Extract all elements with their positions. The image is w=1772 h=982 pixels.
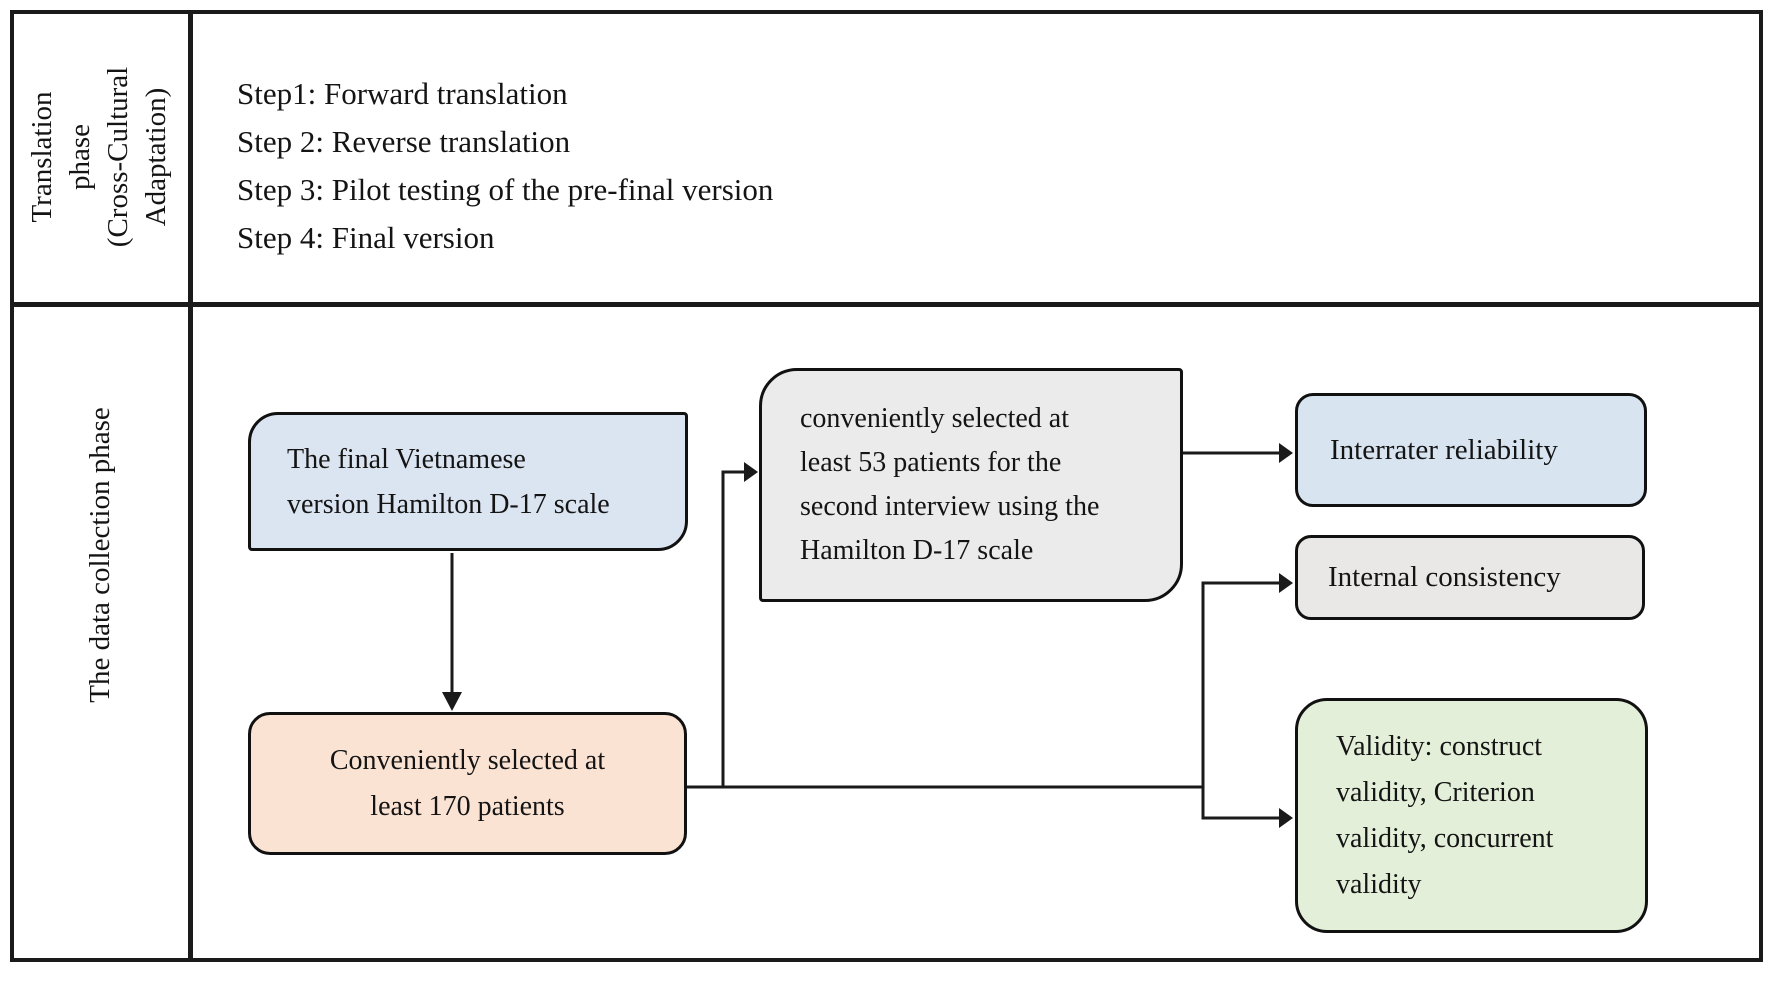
text-line: The final Vietnamese xyxy=(287,443,526,475)
interrater-reliability-text: Interrater reliability xyxy=(1330,433,1558,466)
box-selected-53-patients: conveniently selected at least 53 patient… xyxy=(759,368,1183,602)
text-line: Step 3: Pilot testing of the pre-final v… xyxy=(237,172,774,207)
row-label-data-collection-text: The data collection phase xyxy=(84,407,116,703)
text-line: least 170 patients xyxy=(370,790,565,822)
text-line: second interview using the xyxy=(800,491,1100,522)
text-line: version Hamilton D-17 scale xyxy=(287,488,610,520)
box-interrater-reliability: Interrater reliability xyxy=(1295,393,1647,507)
box-final-vietnamese-version: The final Vietnamese version Hamilton D-1… xyxy=(248,412,688,551)
text-line: Step1: Forward translation xyxy=(237,76,568,111)
table-row-divider xyxy=(10,302,1763,307)
text-line: least 53 patients for the xyxy=(800,447,1062,478)
text-line: Hamilton D-17 scale xyxy=(800,535,1034,566)
text-line: validity, Criterion xyxy=(1336,776,1535,808)
row-label-data-collection: The data collection phase xyxy=(70,205,130,905)
text-line: validity, concurrent xyxy=(1336,822,1554,854)
internal-consistency-text: Internal consistency xyxy=(1328,561,1561,593)
box-selected-170-patients: Conveniently selected at least 170 patien… xyxy=(248,712,687,855)
text-line: Conveniently selected at xyxy=(329,744,606,776)
text-line: conveniently selected at xyxy=(800,403,1069,434)
text-line: Translation xyxy=(26,91,58,223)
text-line: Adaptation) xyxy=(140,87,172,227)
table-outer-border xyxy=(10,10,1763,962)
text-line: phase xyxy=(64,123,96,191)
text-line: Step 2: Reverse translation xyxy=(237,124,571,159)
table-column-divider xyxy=(188,10,193,962)
text-line: Step 4: Final version xyxy=(237,220,495,255)
text-line: Validity: construct xyxy=(1336,730,1543,762)
box-validity: Validity: construct validity, Criterion va… xyxy=(1295,698,1648,933)
text-line: validity xyxy=(1336,868,1422,900)
box-internal-consistency: Internal consistency xyxy=(1295,535,1645,620)
